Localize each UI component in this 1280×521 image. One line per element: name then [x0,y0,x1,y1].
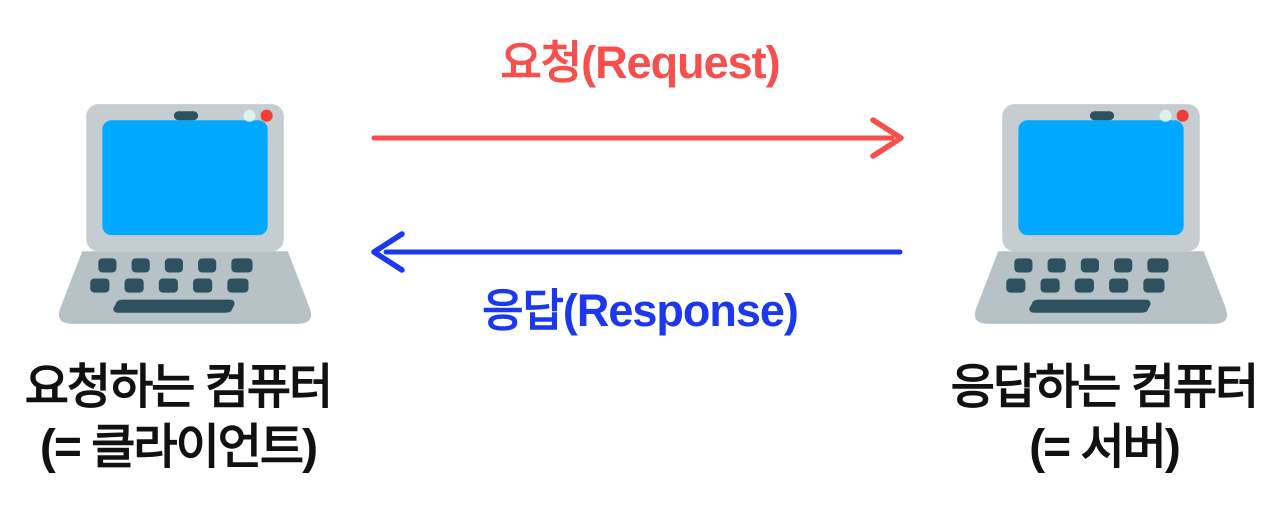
laptop-keyboard-keys [90,258,253,313]
laptop-screen [102,120,268,236]
laptop-spacebar [1029,299,1151,313]
server-caption-line2: (= 서버) [1029,421,1181,474]
request-arrowhead-icon [870,117,904,159]
request-label: 요청(Request) [500,37,780,88]
laptop-spacebar [113,299,235,313]
client-caption: 요청하는 컴퓨터 (= 클라이언트) [8,358,348,478]
laptop-indicator-dot-red [260,109,273,122]
laptop-icon [974,104,1228,324]
laptop-camera-icon [173,111,199,121]
server-laptop-icon [972,104,1230,328]
laptop-screen [1018,120,1184,236]
client-caption-line1: 요청하는 컴퓨터 [24,361,333,414]
server-caption: 응답하는 컴퓨터 (= 서버) [934,358,1274,478]
laptop-camera-icon [1089,111,1115,121]
response-arrow [371,231,903,273]
laptop-indicator-dot-red [1176,109,1189,122]
laptop-indicator-dot-light [1159,109,1172,122]
laptop-indicator-dot-light [243,109,256,122]
request-arrow [371,117,904,159]
laptop-keyboard-keys [1006,258,1169,313]
client-caption-line2: (= 클라이언트) [39,421,318,474]
response-label: 응답(Response) [482,285,799,336]
response-arrowhead-icon [371,231,405,273]
laptop-icon [58,104,312,324]
client-laptop-icon [56,104,314,328]
server-caption-line1: 응답하는 컴퓨터 [950,361,1259,414]
